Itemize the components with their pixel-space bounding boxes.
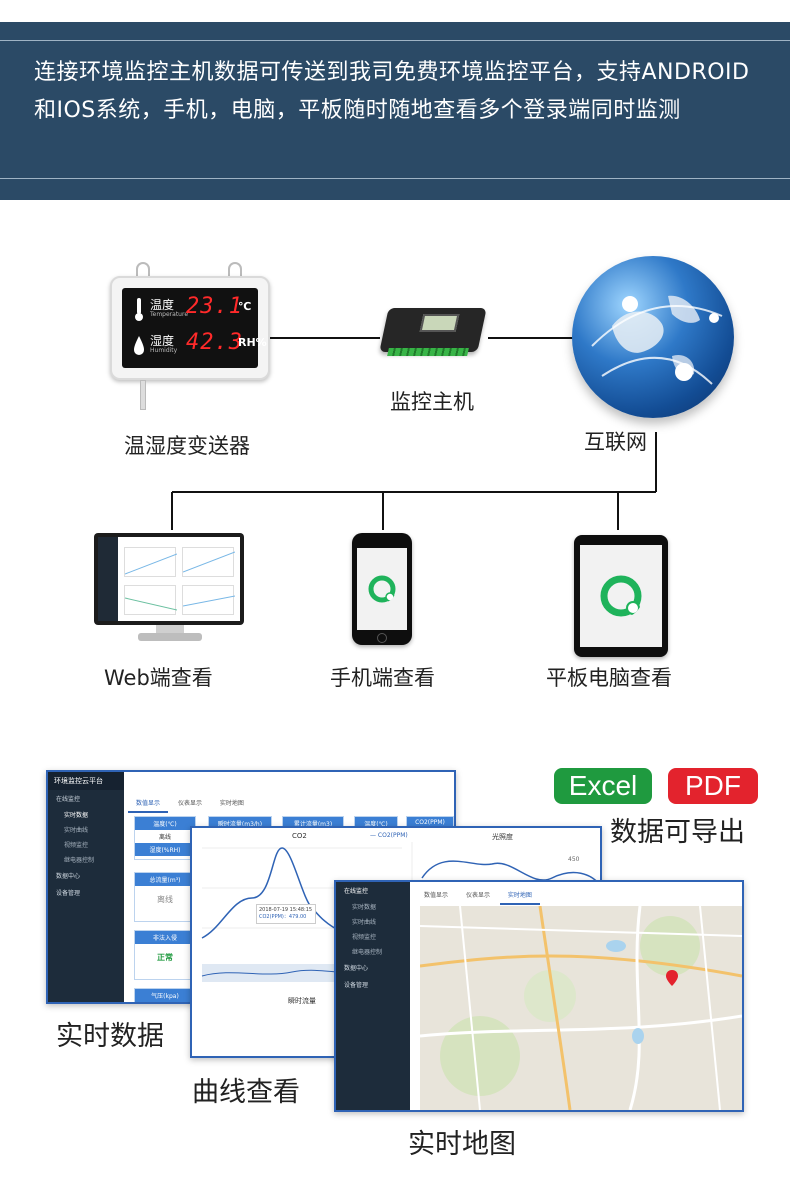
led-temperature-value: 23.1 <box>186 294 243 319</box>
monitor-base <box>138 633 202 641</box>
led-temperature-unit: ℃ <box>238 300 252 313</box>
map-sidebar-relay[interactable]: 继电器控制 <box>352 949 383 956</box>
chart-tooltip: 2018-07-19 15:48:15 CO2(PPM)：479.00 <box>256 904 316 924</box>
sidebar-item-online[interactable]: 在线监控 <box>56 796 81 803</box>
led-humidity-name: 湿度 <box>150 334 175 348</box>
internet-label: 互联网 <box>584 430 647 454</box>
banner-background <box>0 22 790 200</box>
monitor-chart-1 <box>124 547 178 577</box>
tablet-view-label: 平板电脑查看 <box>546 666 672 690</box>
phone-screen <box>357 548 407 630</box>
banner-line-bottom <box>0 178 790 179</box>
map-sidebar-video[interactable]: 视频监控 <box>352 934 377 941</box>
map-tab-value[interactable]: 数值显示 <box>424 892 449 899</box>
tab-value[interactable]: 数值显示 <box>128 794 169 813</box>
map-tab-gauge[interactable]: 仪表显示 <box>465 892 490 899</box>
monitor-chart-3 <box>124 585 178 615</box>
hanging-hook-right <box>228 262 242 278</box>
sidebar-item-curve[interactable]: 实时曲线 <box>64 827 89 834</box>
phone-view-label: 手机端查看 <box>330 666 435 690</box>
monitor-screen <box>94 533 244 625</box>
host-terminal-block <box>387 348 469 356</box>
monitor-chart-4 <box>182 585 236 615</box>
tablet-screen <box>580 545 662 647</box>
sensor-probe <box>140 380 146 410</box>
host-lcd <box>419 314 460 332</box>
led-screen: 温度 Temperature 23.1 ℃ 湿度 Humidity 42.3 R… <box>122 288 267 368</box>
monitor-stand <box>156 625 184 635</box>
light-chart-title: 光照度 <box>492 833 513 841</box>
sidebar-item-device[interactable]: 设备管理 <box>56 890 81 897</box>
banner-line-top <box>0 40 790 41</box>
thermometer-icon <box>135 298 143 321</box>
realtime-data-caption: 实时数据 <box>56 1021 164 1052</box>
monitor-web-preview <box>98 537 240 621</box>
monitor-sidebar <box>98 537 118 621</box>
led-temperature-sub: Temperature <box>150 311 189 318</box>
co2-chart-title: CO2 <box>292 832 307 840</box>
realtime-tabs: 数值显示 仪表显示 实时地图 <box>128 794 252 813</box>
led-temperature-row: 温度 Temperature 23.1 ℃ <box>130 294 254 326</box>
tab-gauge[interactable]: 仪表显示 <box>177 800 202 807</box>
water-drop-icon <box>134 336 144 355</box>
map-tabs: 数值显示 仪表显示 实时地图 <box>416 886 540 905</box>
map-sidebar-device[interactable]: 设备管理 <box>344 982 369 989</box>
sidebar-item-data-center[interactable]: 数据中心 <box>56 873 81 880</box>
map-sidebar-data-center[interactable]: 数据中心 <box>344 965 369 972</box>
map-marker-icon[interactable] <box>666 970 678 986</box>
light-axis-label: 450 <box>568 856 580 863</box>
data-cell-total-flow-value: 总流量(m³) 离线 <box>134 872 196 922</box>
top-banner: 连接环境监控主机数据可传送到我司免费环境监控平台，支持ANDROID和IOS系统… <box>0 0 790 200</box>
led-humidity-value: 42.3 <box>186 330 243 355</box>
map-tab-map[interactable]: 实时地图 <box>499 886 540 905</box>
map-sidebar: 在线监控 实时数据 实时曲线 视频监控 继电器控制 数据中心 设备管理 <box>336 882 410 1110</box>
data-cell-temperature: 温度(℃) 离线 湿度(%RH) <box>134 816 196 860</box>
globe-network-overlay <box>591 295 723 385</box>
globe-icon <box>572 256 734 418</box>
data-cell-intrusion: 非法入侵 正常 <box>134 930 196 980</box>
host-label: 监控主机 <box>390 390 474 414</box>
map-sidebar-curve[interactable]: 实时曲线 <box>352 919 377 926</box>
app-logo-icon <box>600 575 642 617</box>
led-display-frame: 温度 Temperature 23.1 ℃ 湿度 Humidity 42.3 R… <box>110 276 270 380</box>
desktop-monitor <box>94 533 246 643</box>
platform-sidebar: 环境监控云平台 在线监控 实时数据 实时曲线 视频监控 继电器控制 数据中心 设… <box>48 772 124 1002</box>
led-humidity-unit: RH% <box>238 336 267 349</box>
mobile-phone <box>352 533 412 645</box>
curve-caption: 曲线查看 <box>192 1077 300 1108</box>
excel-badge: Excel <box>554 768 652 804</box>
map-sidebar-realtime[interactable]: 实时数据 <box>352 904 377 911</box>
monitor-chart-2 <box>182 547 236 577</box>
led-temperature-name: 温度 <box>150 298 175 312</box>
host-body <box>379 308 487 352</box>
hanging-hook-left <box>136 262 150 278</box>
app-logo-icon <box>368 575 396 603</box>
sidebar-item-realtime[interactable]: 实时数据 <box>64 812 89 819</box>
pdf-badge: PDF <box>668 768 758 804</box>
map-sidebar-online[interactable]: 在线监控 <box>344 888 369 895</box>
web-view-label: Web端查看 <box>104 666 213 690</box>
sensor-label: 温湿度变送器 <box>124 434 250 458</box>
co2-chart-legend: — CO2(PPM) <box>370 832 408 839</box>
map-caption: 实时地图 <box>408 1129 516 1160</box>
sidebar-item-video[interactable]: 视频监控 <box>64 842 89 849</box>
export-label: 数据可导出 <box>610 817 745 848</box>
banner-text: 连接环境监控主机数据可传送到我司免费环境监控平台，支持ANDROID和IOS系统… <box>34 60 750 123</box>
tab-map[interactable]: 实时地图 <box>219 800 244 807</box>
flow-chart-title: 瞬时流量 <box>288 997 316 1005</box>
led-humidity-row: 湿度 Humidity 42.3 RH% <box>130 330 267 362</box>
led-humidity-sub: Humidity <box>150 347 178 354</box>
data-cell-pressure: 气压(kpa) <box>134 988 196 1002</box>
map-roads <box>420 906 742 1110</box>
phone-home-button <box>377 633 387 643</box>
sidebar-item-relay[interactable]: 继电器控制 <box>64 857 95 864</box>
platform-title: 环境监控云平台 <box>48 772 124 790</box>
monitoring-host-device <box>378 300 488 360</box>
temperature-humidity-transmitter: 温度 Temperature 23.1 ℃ 湿度 Humidity 42.3 R… <box>110 262 270 412</box>
realtime-map[interactable] <box>420 906 742 1110</box>
map-window: 在线监控 实时数据 实时曲线 视频监控 继电器控制 数据中心 设备管理 数值显示… <box>334 880 744 1112</box>
tablet-device <box>574 535 668 657</box>
